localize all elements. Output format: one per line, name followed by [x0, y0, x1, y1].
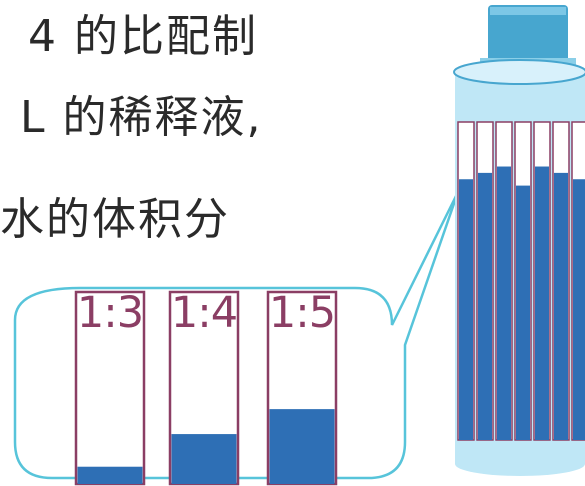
bottle-tube-liquid-1 [459, 179, 473, 441]
tube-label-2: 1:4 [170, 288, 238, 338]
tube-label-3: 1:5 [268, 288, 336, 338]
bottle-tube-liquid-5 [535, 166, 549, 440]
bottle-tube-liquid-3 [497, 166, 511, 440]
tube-label-1: 1:3 [76, 288, 144, 338]
callout-tube-liquid-1 [77, 466, 143, 484]
bottle-tube-liquid-7 [573, 179, 585, 441]
bottle-tube-liquid-4 [516, 185, 530, 440]
callout-tube-liquid-2 [171, 434, 237, 484]
callout-tube-group [74, 290, 338, 486]
problem-text-line-3: 水的体积分 [0, 194, 230, 245]
problem-text-line-1: 4 的比配制 [28, 11, 258, 62]
bottle-tube-liquid-6 [554, 172, 568, 440]
bottle-tube-liquid-2 [478, 172, 492, 440]
problem-text-line-2: L 的稀释液, [20, 92, 263, 143]
callout-tube-liquid-3 [269, 409, 335, 484]
bottle-tube-group [457, 121, 585, 441]
